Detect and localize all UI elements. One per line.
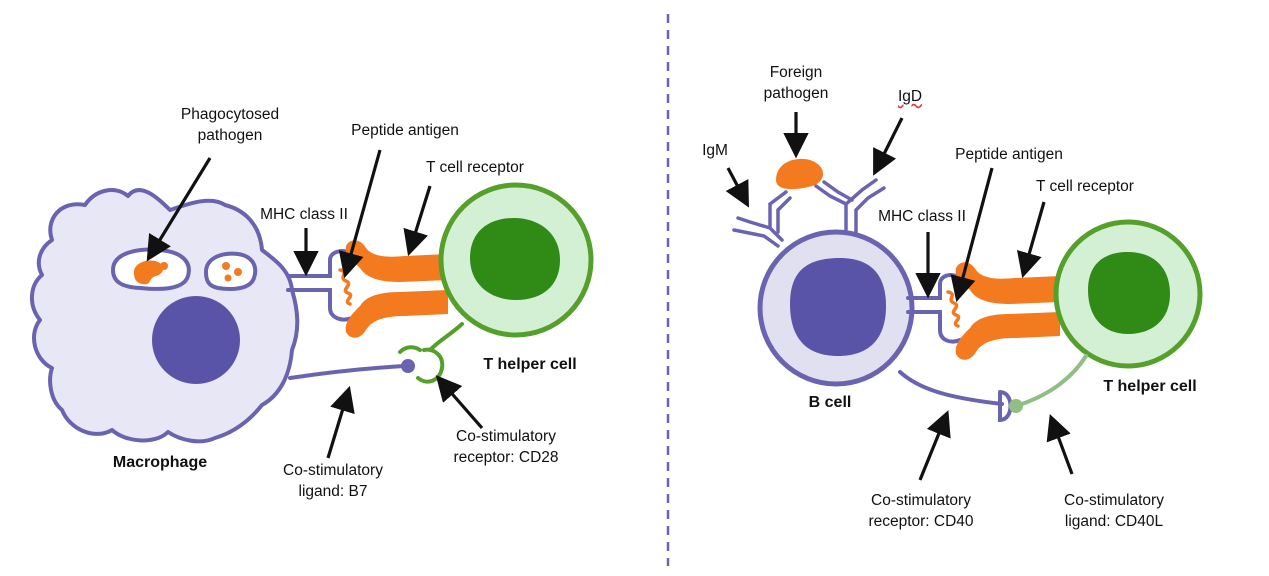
- pathogen-fragment: [222, 262, 230, 270]
- label-line: Phagocytosed: [180, 106, 280, 123]
- cd28-receptor: [416, 347, 445, 384]
- t-cell-receptor: [955, 312, 1060, 360]
- label-t-helper-cell: T helper cell: [1103, 378, 1197, 395]
- arrow-co-stim-receptor: [435, 375, 484, 430]
- arrow-igd: [873, 117, 904, 176]
- cd28-receptor: [398, 345, 422, 354]
- arrow-co-stim-ligand: [1046, 413, 1074, 475]
- cd40l-ligand: [1009, 399, 1023, 413]
- label-line: ligand: B7: [298, 483, 368, 500]
- label-phagocytosed-pathogen: Phagocytosed pathogen: [160, 104, 300, 146]
- label-peptide-antigen: Peptide antigen: [955, 146, 1063, 163]
- cd40l-stalk: [1020, 354, 1088, 406]
- igm-antibody: [732, 190, 792, 248]
- arrow-t-cell-receptor: [403, 185, 432, 257]
- label-line: Co-stimulatory: [1064, 492, 1164, 509]
- arrow-phagocytosed-pathogen: [146, 157, 212, 262]
- label-line: Foreign: [769, 64, 823, 81]
- label-t-cell-receptor: T cell receptor: [426, 159, 524, 176]
- label-co-stim-ligand: Co-stimulatory ligand: CD40L: [1034, 490, 1194, 532]
- label-line: Co-stimulatory: [283, 462, 383, 479]
- b-cell-nucleus: [790, 258, 886, 356]
- t-cell-receptor: [955, 262, 1060, 304]
- label-macrophage: Macrophage: [112, 454, 208, 471]
- arrow-peptide-antigen: [950, 167, 994, 303]
- label-line: ligand: CD40L: [1064, 513, 1164, 530]
- arrow-peptide-antigen: [338, 149, 382, 279]
- label-line: Co-stimulatory: [456, 428, 556, 445]
- pathogen-fragment: [224, 274, 232, 282]
- left-panel: [30, 149, 594, 459]
- label-line: receptor: CD28: [453, 449, 559, 466]
- label-t-cell-receptor: T cell receptor: [1036, 178, 1134, 195]
- macrophage-nucleus: [152, 296, 240, 384]
- t-helper-nucleus: [470, 218, 560, 300]
- label-t-helper-cell: T helper cell: [483, 356, 577, 373]
- label-co-stim-receptor: Co-stimulatory receptor: CD40: [846, 490, 996, 532]
- arrow-co-stim-ligand: [326, 385, 355, 459]
- phagosome-2: [203, 251, 258, 291]
- b7-ligand-stalk: [288, 364, 406, 380]
- label-line: pathogen: [763, 85, 829, 102]
- label-line: Co-stimulatory: [871, 492, 971, 509]
- label-co-stim-ligand: Co-stimulatory ligand: B7: [258, 460, 408, 502]
- label-line: receptor: CD40: [868, 513, 974, 530]
- arrow-co-stim-receptor: [918, 410, 951, 481]
- arrow-igm: [725, 167, 749, 208]
- arrow-t-cell-receptor: [1016, 201, 1046, 279]
- label-mhc-class-ii: MHC class II: [260, 206, 348, 223]
- t-cell-receptor: [345, 240, 448, 282]
- label-peptide-antigen: Peptide antigen: [351, 122, 459, 139]
- t-helper-nucleus: [1088, 252, 1170, 334]
- label-line: IgD: [897, 88, 923, 105]
- pathogen-fragment: [234, 268, 242, 276]
- peptide-antigen: [338, 268, 353, 306]
- label-igm: IgM: [702, 142, 728, 159]
- phagocytosed-pathogen-blob: [134, 260, 164, 285]
- cd28-stalk: [428, 322, 464, 352]
- label-igd: IgD: [890, 86, 930, 107]
- peptide-antigen: [946, 290, 961, 328]
- foreign-pathogen-blob: [776, 158, 823, 190]
- t-cell-receptor: [345, 290, 448, 338]
- igd-antibody: [814, 178, 886, 234]
- label-b-cell: B cell: [808, 394, 852, 411]
- label-line: pathogen: [197, 127, 263, 144]
- label-co-stim-receptor: Co-stimulatory receptor: CD28: [426, 426, 586, 468]
- right-panel: [725, 112, 1203, 481]
- pathogen-fragment: [160, 262, 168, 270]
- mhc-class-ii: [286, 288, 354, 322]
- mhc-class-ii: [906, 310, 962, 344]
- cd40-stalk: [898, 370, 1004, 406]
- label-foreign-pathogen: Foreign pathogen: [746, 62, 846, 104]
- cd40-receptor: [998, 390, 1013, 423]
- b7-ligand: [401, 359, 415, 373]
- label-mhc-class-ii: MHC class II: [878, 208, 966, 225]
